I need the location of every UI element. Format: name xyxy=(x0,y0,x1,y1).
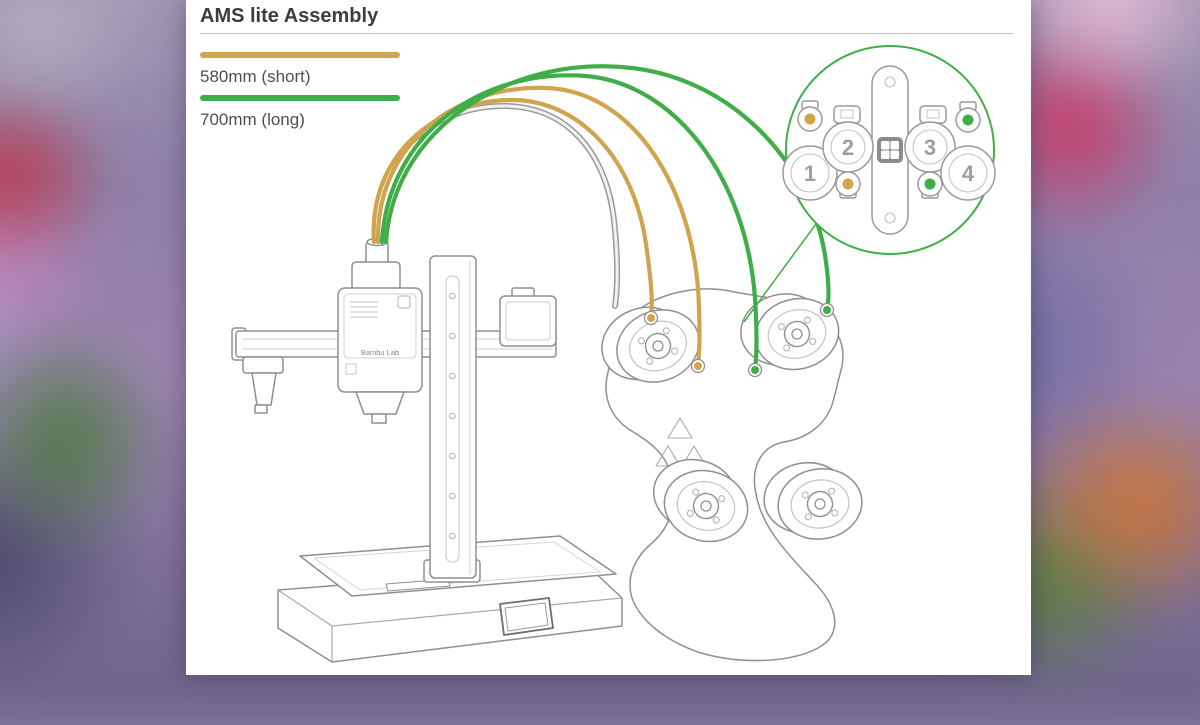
page-title: AMS lite Assembly xyxy=(200,5,379,27)
legend-short-label: 580mm (short) xyxy=(200,67,311,86)
legend-long-bar xyxy=(200,95,400,101)
document-panel xyxy=(186,0,1031,675)
legend-long-label: 700mm (long) xyxy=(200,110,305,129)
title-divider xyxy=(200,33,1013,34)
legend-short-bar xyxy=(200,52,400,58)
legend-long-bar-wrap xyxy=(200,95,400,101)
legend-short-bar-wrap xyxy=(200,52,400,58)
